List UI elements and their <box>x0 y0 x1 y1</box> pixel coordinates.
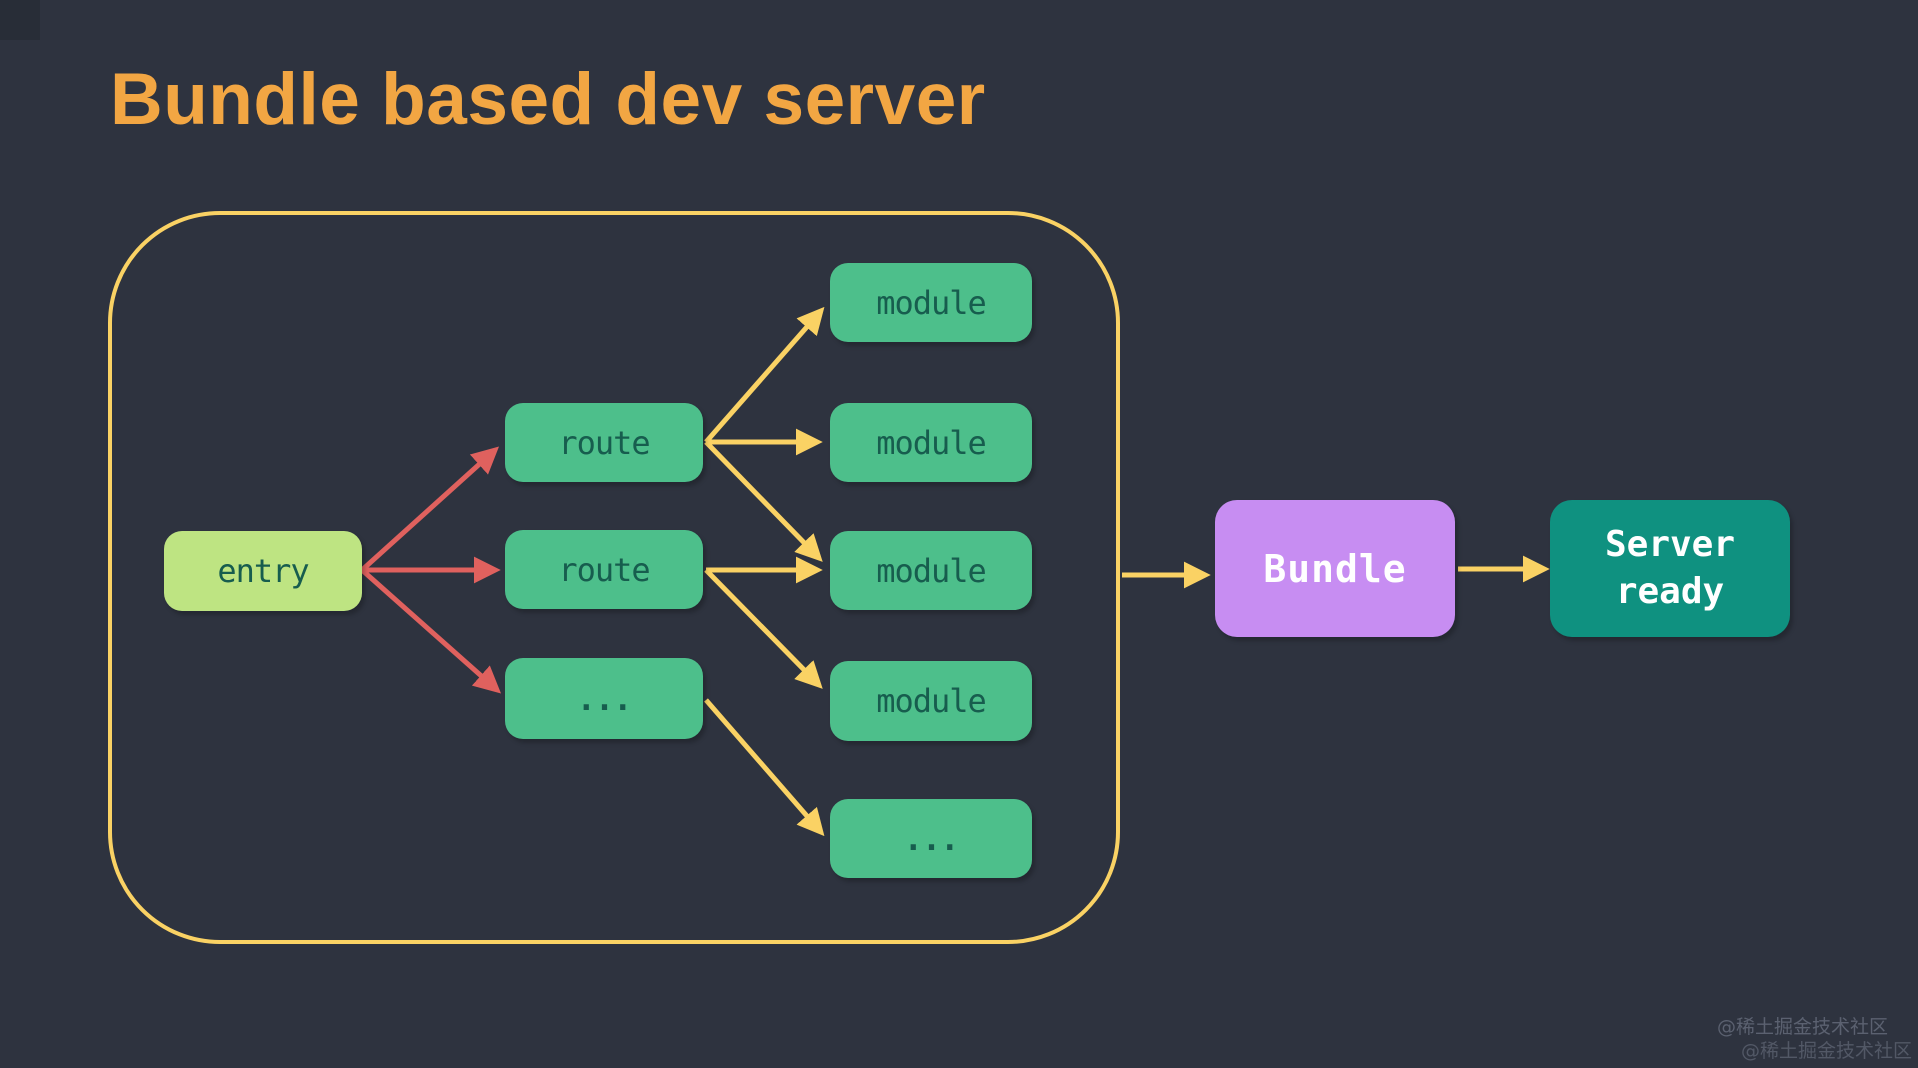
node-module-4: module <box>830 661 1032 741</box>
node-module-3-label: module <box>876 551 987 590</box>
node-route-1: route <box>505 403 703 482</box>
node-entry: entry <box>164 531 362 611</box>
watermark-line-2: @稀土掘金技术社区 <box>1740 1040 1912 1062</box>
node-server-ready: Server ready <box>1550 500 1790 637</box>
node-module-ellipsis: ... <box>830 799 1032 878</box>
node-route-2-label: route <box>558 550 650 589</box>
node-server-ready-line2: ready <box>1615 570 1725 612</box>
node-route-ellipsis-label: ... <box>576 679 633 718</box>
node-module-2-label: module <box>876 423 987 462</box>
node-route-1-label: route <box>558 423 650 462</box>
page-title: Bundle based dev server <box>110 59 986 140</box>
node-module-2: module <box>830 403 1032 482</box>
corner-patch <box>0 0 40 40</box>
watermark-line-1: @稀土掘金技术社区 <box>1716 1016 1888 1038</box>
node-module-4-label: module <box>876 682 987 720</box>
node-route-ellipsis: ... <box>505 658 703 739</box>
module-graph-outline <box>108 211 1120 944</box>
node-module-1-label: module <box>876 283 987 322</box>
node-route-2: route <box>505 530 703 609</box>
node-server-ready-line1: Server <box>1604 523 1736 565</box>
node-bundle: Bundle <box>1215 500 1455 637</box>
node-module-3: module <box>830 531 1032 610</box>
node-bundle-label: Bundle <box>1263 546 1407 591</box>
node-module-1: module <box>830 263 1032 342</box>
node-module-ellipsis-label: ... <box>903 819 960 858</box>
node-entry-label: entry <box>217 552 309 590</box>
